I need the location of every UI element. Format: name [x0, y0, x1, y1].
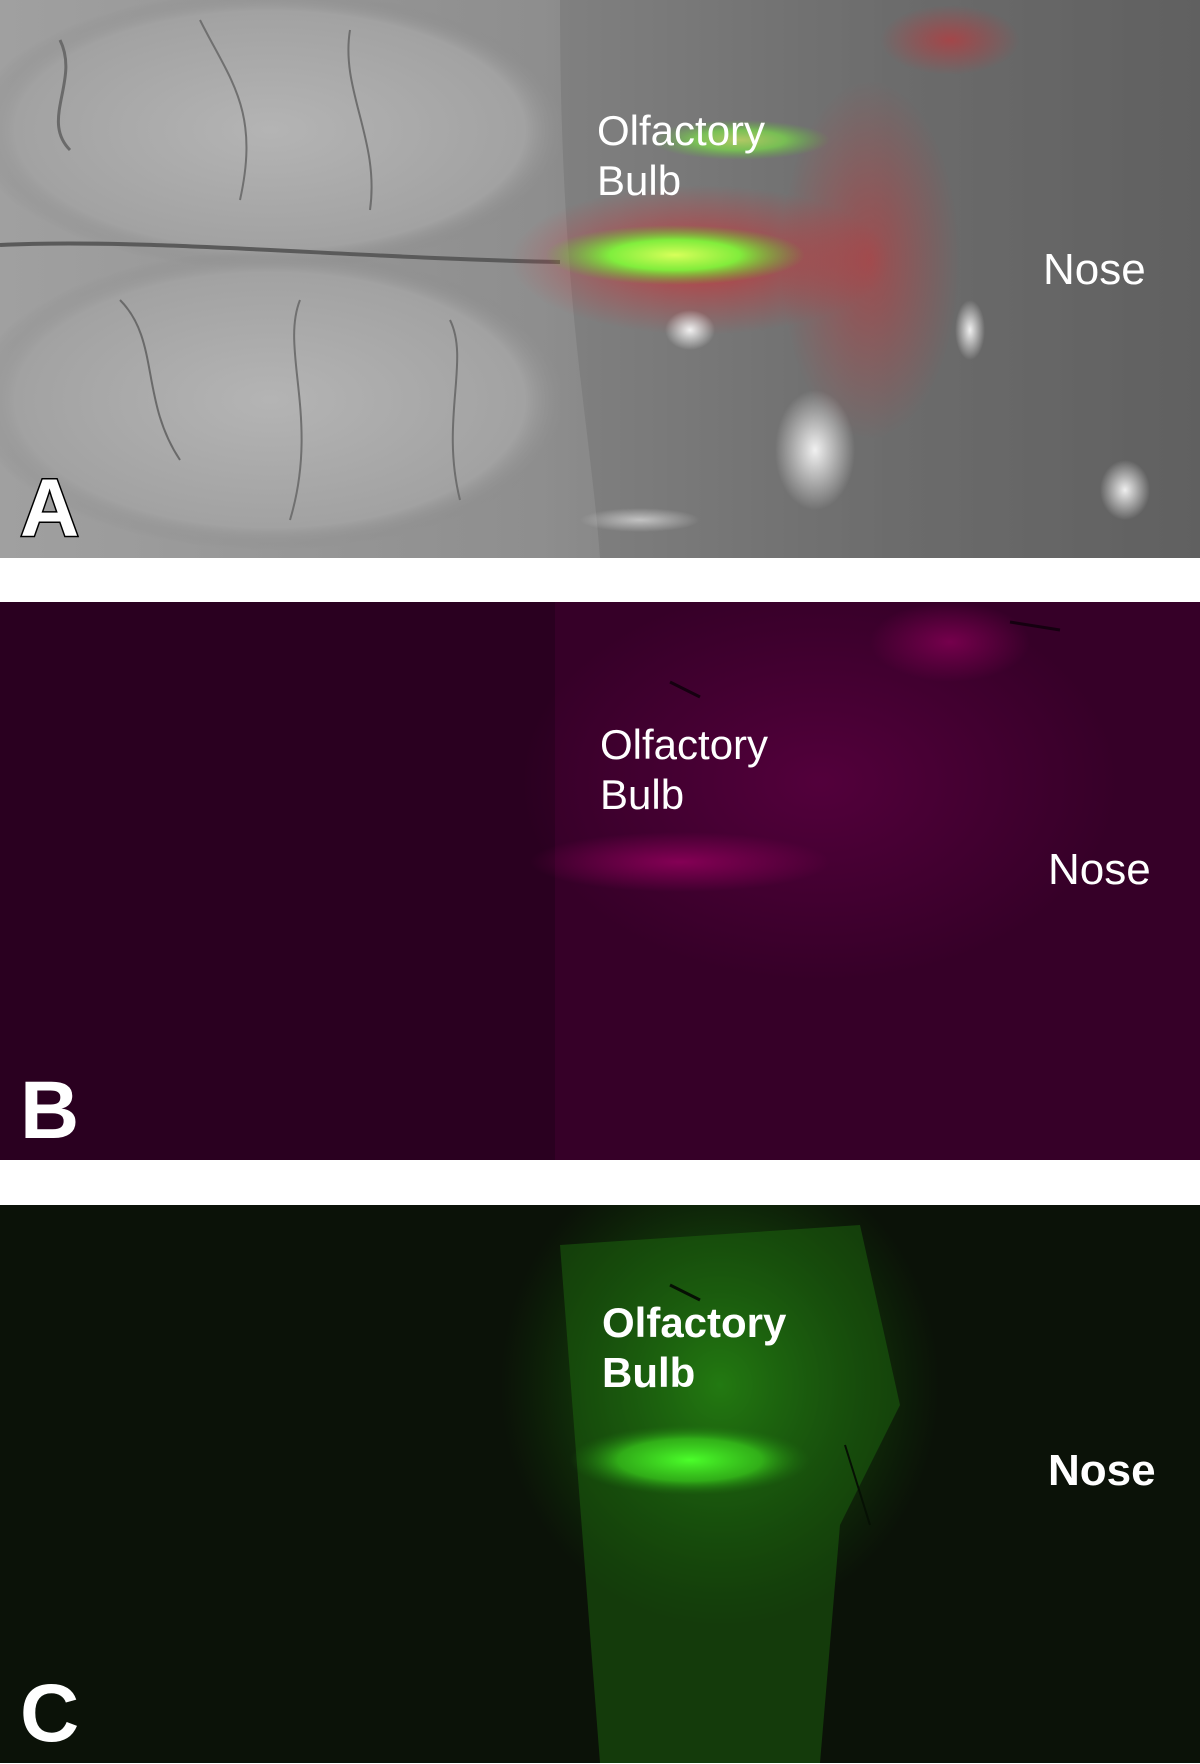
nose-label: Nose [1048, 1446, 1156, 1495]
olfactory-bulb-label: Olfactory Bulb [602, 1299, 787, 1397]
olfactory-bulb-label: Olfactory Bulb [597, 107, 766, 205]
nose-label: Nose [1043, 245, 1146, 294]
panel-letter: B [20, 1065, 80, 1156]
panel-c-green-channel-image: Olfactory Bulb Nose C [0, 1205, 1200, 1763]
panel-b-red-channel-image: Olfactory Bulb Nose B [0, 602, 1200, 1160]
olfactory-bulb-label: Olfactory Bulb [600, 721, 769, 819]
nose-label: Nose [1048, 845, 1151, 894]
panel-a-brain-image [0, 0, 1200, 558]
panel-letter: A [18, 463, 80, 554]
panel-c-fluorescence-image [0, 1205, 1200, 1763]
panel-letter: C [20, 1668, 80, 1759]
panel-a-overlay-image: Olfactory Bulb Nose A [0, 0, 1200, 558]
panel-b-fluorescence-image [0, 602, 1200, 1160]
